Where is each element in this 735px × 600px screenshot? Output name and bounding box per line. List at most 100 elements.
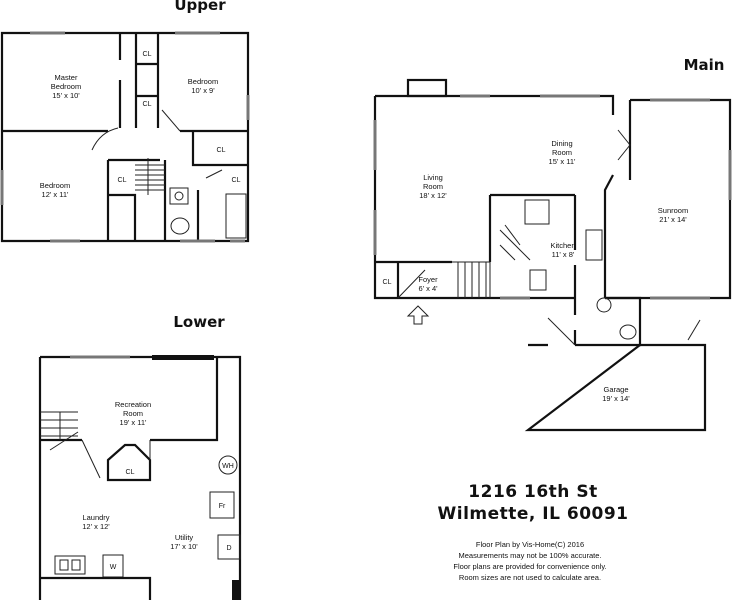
disclaimer-line: Floor Plan by Vis-Home(C) 2016 [476, 540, 584, 549]
door-swing [617, 129, 631, 161]
entry-arrow-icon [406, 305, 430, 325]
water-heater [218, 455, 238, 475]
closet-label: CL [118, 177, 127, 184]
kitchen-sink [585, 229, 603, 261]
closet-label: CL [143, 101, 152, 108]
main-outer-wall [373, 96, 575, 300]
living-room-dimensions: 18' x 12' [419, 191, 447, 200]
sunroom-dimensions: 21' x 14' [659, 215, 687, 224]
fireplace [406, 78, 448, 98]
upper-outer-wall [0, 31, 250, 243]
recreation-room-dimensions: 19' x 11' [120, 418, 147, 427]
half-bath-toilet [619, 324, 637, 340]
bathtub [225, 193, 247, 239]
dryer [217, 534, 241, 560]
address-city: Wilmette, IL 60091 [437, 504, 628, 524]
upper-closet-wall [108, 193, 137, 241]
range [529, 269, 547, 291]
garage-label: Garage [603, 385, 628, 394]
lower-beam [152, 355, 214, 360]
upper-windows [0, 31, 250, 243]
recreation-room-label: Recreation [115, 400, 151, 409]
bedroom-dimensions: 10' x 9' [191, 86, 215, 95]
toilet [170, 217, 190, 235]
dining-room-label: Dining [551, 139, 572, 148]
door-swing [205, 169, 223, 179]
address-street: 1216 16th St [468, 482, 597, 502]
door-swing [91, 127, 119, 151]
door-swing [161, 109, 181, 132]
garage-dimensions: 19' x 14' [602, 394, 630, 403]
garage-wall [524, 330, 707, 432]
closet-label: CL [217, 147, 226, 154]
door-swing [687, 319, 701, 341]
main-floor-title: Main [684, 56, 725, 74]
foyer-label: Foyer [418, 275, 438, 284]
half-bath-wall [573, 296, 642, 347]
laundry-dimensions: 12' x 12' [82, 522, 110, 531]
furnace [209, 491, 235, 519]
living-room-label: Living [423, 173, 443, 182]
refrigerator [524, 199, 550, 225]
bath-sink-basin [174, 191, 184, 201]
utility-dimensions: 17' x 10' [170, 542, 198, 551]
upper-closet-wall [191, 131, 248, 167]
closet-label: CL [232, 177, 241, 184]
bedroom-label: Bedroom [40, 181, 70, 190]
living-room-label: Room [423, 182, 443, 191]
sunroom-label: Sunroom [658, 206, 688, 215]
disclaimer-line: Floor plans are provided for convenience… [453, 562, 606, 571]
bath-sink [169, 187, 189, 205]
lower-outer-wall [40, 355, 242, 600]
disclaimer-block: Floor Plan by Vis-Home(C) 2016 Measureme… [453, 540, 606, 582]
recreation-room-label: Room [123, 409, 143, 418]
laundry-label: Laundry [82, 513, 109, 522]
door-swing [547, 317, 576, 346]
foyer-dimensions: 6' x 4' [418, 284, 438, 293]
dining-room-label: Room [552, 148, 572, 157]
main-windows [373, 94, 732, 300]
master-bedroom-dimensions: 15' x 10' [52, 91, 80, 100]
main-outer-wall [603, 174, 614, 298]
address-block: 1216 16th St Wilmette, IL 60091 [437, 482, 628, 524]
laundry-sink [54, 555, 86, 575]
washer-label: W [110, 564, 117, 571]
disclaimer-line: Measurements may not be 100% accurate. [459, 551, 602, 560]
master-bedroom-label: Bedroom [51, 82, 81, 91]
disclaimer-line: Room sizes are not used to calculate are… [459, 573, 601, 582]
upper-floor-plan: Upper Master Bedroom 15' x 10' Bedro [0, 0, 250, 243]
closet-label: CL [143, 51, 152, 58]
sunroom-wall [605, 98, 732, 300]
kitchen-dimensions: 11' x 8' [552, 250, 575, 259]
main-outer-wall [375, 94, 615, 115]
closet-label: CL [126, 469, 135, 476]
upper-closet-wall [136, 62, 158, 98]
kitchen-label: Kitchen [550, 241, 575, 250]
master-bedroom-label: Master [55, 73, 78, 82]
upper-stairs [135, 164, 165, 191]
door-swing [81, 439, 151, 479]
main-stairs [499, 224, 531, 261]
utility-label: Utility [175, 533, 194, 542]
door-swing [397, 269, 426, 299]
lower-stairs-rail [49, 431, 79, 451]
lower-column [232, 580, 240, 600]
lower-floor-plan: Lower Recreation Room 19' x 11' Laundry [38, 313, 242, 600]
main-stairs [452, 261, 491, 298]
bedroom-label: Bedroom [188, 77, 218, 86]
half-bath-sink [596, 297, 612, 313]
bedroom-dimensions: 12' x 11' [42, 190, 69, 199]
lower-floor-title: Lower [173, 313, 225, 331]
dining-room-dimensions: 15' x 11' [549, 157, 576, 166]
furnace-label: Fr [219, 503, 226, 510]
closet-label: CL [383, 279, 392, 286]
lower-stairs [40, 411, 78, 440]
water-heater-label: WH [222, 463, 234, 470]
main-floor-plan: Main Dining [373, 56, 732, 432]
dryer-label: D [226, 545, 231, 552]
upper-floor-title: Upper [174, 0, 226, 14]
laundry-sink-basins [59, 559, 81, 571]
lower-wall [40, 576, 152, 600]
